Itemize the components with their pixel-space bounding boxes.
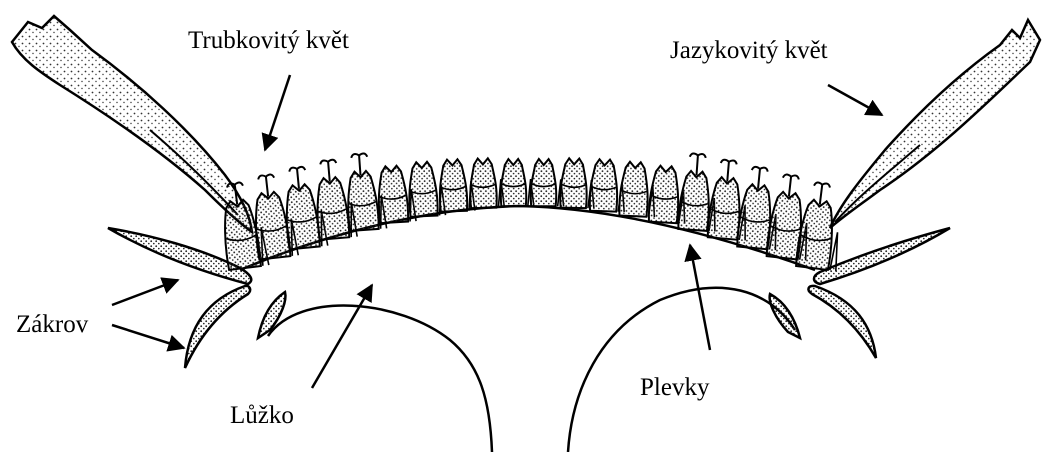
label-tubular-flower: Trubkovitý květ (188, 28, 349, 53)
label-receptacle: Lůžko (230, 403, 294, 428)
arrow-involucre-lower (112, 325, 184, 348)
tubular-floret (470, 158, 505, 208)
arrow-receptacle (312, 285, 372, 388)
ligulate-flower-right (830, 20, 1040, 228)
label-ligulate-flower: Jazykovitý květ (670, 38, 828, 63)
arrow-involucre-upper (112, 280, 178, 305)
arrow-bracts (690, 245, 710, 350)
arrow-tubular-flower (265, 75, 290, 150)
tubular-floret (439, 159, 475, 212)
tubular-florets (218, 152, 846, 271)
receptacle-stem (268, 288, 795, 452)
label-bracts: Plevky (640, 375, 709, 400)
tubular-floret (796, 181, 847, 271)
arrow-ligulate-flower (828, 85, 882, 115)
tubular-floret (531, 159, 564, 206)
tubular-floret (501, 159, 534, 206)
label-involucre: Zákrov (16, 312, 88, 337)
